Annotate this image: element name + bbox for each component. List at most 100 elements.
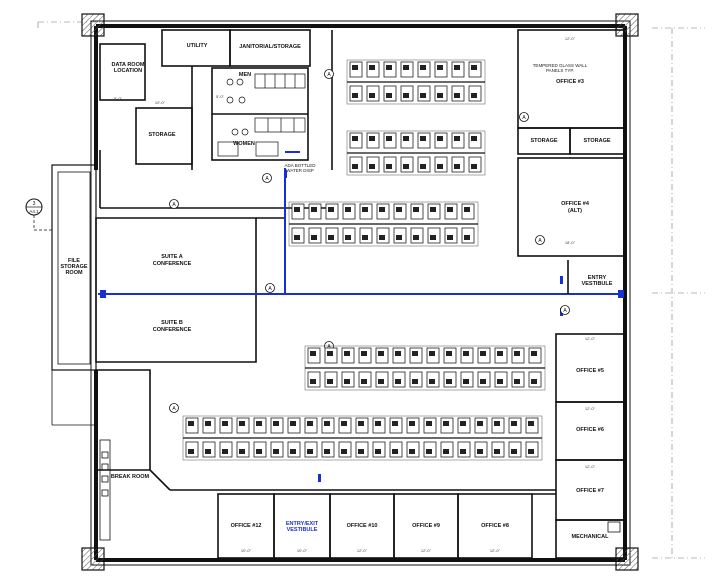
chair: [188, 421, 194, 426]
chair: [290, 449, 296, 454]
svg-text:10'-0": 10'-0": [241, 548, 252, 553]
chair: [310, 379, 316, 384]
chair: [420, 136, 426, 141]
corner-columns: [81, 13, 639, 571]
office-5-label: OFFICE #5: [576, 368, 604, 374]
svg-text:12'-0": 12'-0": [565, 36, 576, 41]
svg-text:10'-0": 10'-0": [155, 100, 166, 105]
chair: [531, 351, 537, 356]
chair: [409, 421, 415, 426]
svg-text:12'-0": 12'-0": [585, 406, 596, 411]
chair: [396, 235, 402, 240]
chair: [511, 449, 517, 454]
office-7-label: OFFICE #7: [576, 488, 604, 494]
svg-text:12'-0": 12'-0": [357, 548, 368, 553]
chair: [222, 421, 228, 426]
data-room-label-2: LOCATION: [114, 68, 142, 74]
chair: [412, 379, 418, 384]
chair: [378, 351, 384, 356]
blue-marker-2: [560, 276, 563, 284]
office-4-label: OFFICE #4: [561, 201, 590, 207]
chair: [437, 93, 443, 98]
chair: [327, 351, 333, 356]
chair: [446, 351, 452, 356]
svg-text:12'-0": 12'-0": [490, 548, 501, 553]
chair: [497, 379, 503, 384]
chair: [412, 351, 418, 356]
svg-text:10'-0": 10'-0": [297, 548, 308, 553]
chair: [454, 164, 460, 169]
chair: [386, 136, 392, 141]
chair: [205, 421, 211, 426]
chair: [307, 449, 313, 454]
chair: [447, 207, 453, 212]
chair: [396, 207, 402, 212]
chair: [528, 421, 534, 426]
chair: [222, 449, 228, 454]
chair: [413, 235, 419, 240]
chair: [437, 136, 443, 141]
chair: [369, 136, 375, 141]
restroom-fixtures: [217, 73, 306, 157]
glass-note-2: PANELS TYP.: [546, 68, 574, 73]
svg-text:12'-0": 12'-0": [585, 464, 596, 469]
chair: [324, 449, 330, 454]
chair: [379, 235, 385, 240]
chair: [273, 421, 279, 426]
chair: [379, 207, 385, 212]
chair: [480, 351, 486, 356]
chair: [443, 449, 449, 454]
chair: [327, 379, 333, 384]
chair: [471, 65, 477, 70]
file-storage-label-2: STORAGE: [60, 264, 87, 270]
utility-label: UTILITY: [187, 43, 208, 49]
office-4-label-2: (ALT): [568, 208, 582, 214]
break-room-counter: [99, 439, 111, 541]
chair: [369, 65, 375, 70]
exterior-walls-inner: [90, 20, 631, 566]
office-8-label: OFFICE #8: [481, 523, 509, 529]
ada-note: ADA BOTTLED: [284, 163, 316, 168]
chair: [352, 65, 358, 70]
chair: [420, 164, 426, 169]
chair: [463, 351, 469, 356]
chair: [460, 449, 466, 454]
svg-text:12'-0": 12'-0": [421, 548, 432, 553]
glass-note: TEMPERED GLASS WALL: [533, 63, 588, 68]
chair: [188, 449, 194, 454]
chair: [345, 207, 351, 212]
blue-marker-5: [100, 290, 106, 298]
office-3-label: OFFICE #3: [556, 79, 584, 85]
entry-exit-label: ENTRY/EXIT: [286, 521, 319, 527]
chair: [362, 235, 368, 240]
bottom-office-walls: [96, 369, 556, 559]
svg-text:A: A: [268, 286, 272, 292]
chair: [454, 65, 460, 70]
svg-text:A: A: [172, 202, 176, 208]
chair: [494, 421, 500, 426]
chair: [463, 379, 469, 384]
office-9-label: OFFICE #9: [412, 523, 440, 529]
chair: [205, 449, 211, 454]
chair: [307, 421, 313, 426]
chair: [352, 136, 358, 141]
chair: [403, 164, 409, 169]
file-storage-label: FILE: [68, 258, 80, 264]
file-storage-label-3: ROOM: [65, 270, 83, 276]
chair: [392, 421, 398, 426]
right-office-walls: [517, 29, 625, 559]
chair: [446, 379, 452, 384]
chair: [420, 65, 426, 70]
chair: [497, 351, 503, 356]
entry-vestibule-label-2: VESTIBULE: [582, 281, 613, 287]
chair: [369, 164, 375, 169]
chair: [256, 421, 262, 426]
core-walls: [99, 29, 333, 209]
chair: [409, 449, 415, 454]
office-12-label: OFFICE #12: [231, 523, 262, 529]
chair: [345, 235, 351, 240]
chair: [256, 449, 262, 454]
conference-walls: [95, 217, 286, 363]
chair: [328, 207, 334, 212]
entry-exit-label-2: VESTIBULE: [287, 527, 318, 533]
